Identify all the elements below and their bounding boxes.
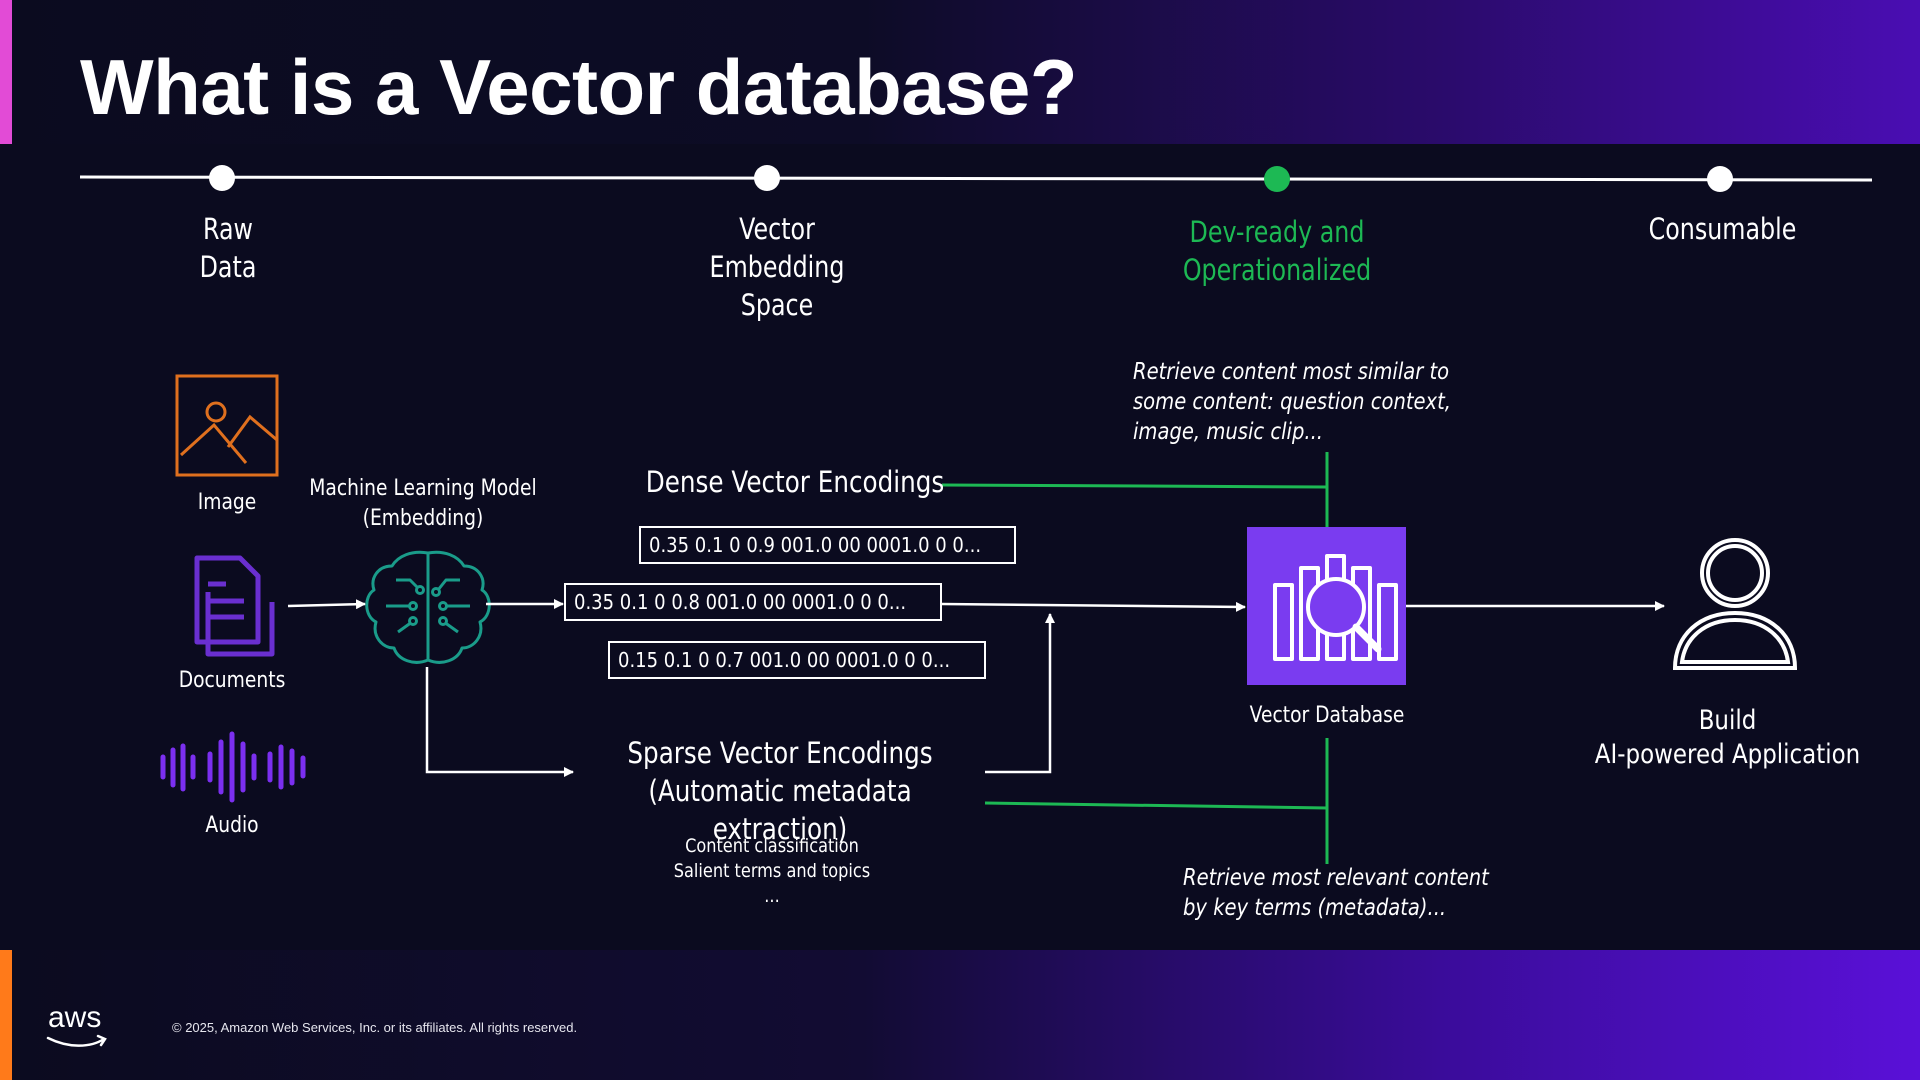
dense-vector-text: 0.15 0.1 0 0.7 001.0 00 0001.0 0 0...	[618, 648, 951, 672]
app-label: Build AI-powered Application	[1594, 705, 1861, 770]
brain-circuit-icon	[365, 550, 491, 664]
documents-icon	[194, 555, 275, 657]
image-icon	[175, 374, 279, 477]
aws-logo: aws	[48, 1001, 102, 1034]
vector-database-label: Vector Database	[1249, 703, 1405, 728]
connector-sparse-to-note	[984, 801, 1328, 810]
dense-vector-text: 0.35 0.1 0 0.9 001.0 00 0001.0 0 0...	[649, 533, 982, 557]
aws-logo-smile	[46, 1034, 107, 1047]
timeline-dot-raw-data	[209, 165, 235, 191]
dense-vector-box: 0.15 0.1 0 0.7 001.0 00 0001.0 0 0...	[608, 641, 986, 679]
stage-label-consumable: Consumable	[1648, 212, 1797, 246]
accent-bar-bottom	[0, 950, 12, 1080]
footer-band	[0, 950, 1920, 1080]
timeline-dot-vector-embedding	[754, 165, 780, 191]
stage-label-dev-ready: Dev-ready and Operationalized	[1182, 215, 1372, 287]
dense-vector-text: 0.35 0.1 0 0.8 001.0 00 0001.0 0 0...	[574, 590, 907, 614]
header-band	[0, 0, 1920, 144]
copyright-text: © 2025, Amazon Web Services, Inc. or its…	[172, 1020, 578, 1035]
sparse-encodings-label: Sparse Vector Encodings (Automatic metad…	[627, 736, 933, 846]
note-similarity-retrieval: Retrieve content most similar to some co…	[1133, 359, 1452, 445]
image-label: Image	[197, 490, 257, 515]
slide-title: What is a Vector database?	[80, 43, 1078, 131]
documents-label: Documents	[178, 668, 286, 693]
note-metadata-retrieval: Retrieve most relevant content by key te…	[1183, 865, 1489, 921]
audio-label: Audio	[205, 813, 259, 838]
dense-vector-box: 0.35 0.1 0 0.9 001.0 00 0001.0 0 0...	[639, 526, 1016, 564]
audio-icon	[160, 731, 306, 803]
dense-encodings-label: Dense Vector Encodings	[645, 465, 945, 499]
stage-label-raw-data: Raw Data	[199, 212, 257, 284]
dense-vector-box: 0.35 0.1 0 0.8 001.0 00 0001.0 0 0...	[564, 583, 942, 621]
timeline-dot-consumable	[1707, 166, 1733, 192]
arrow-sparse-to-db	[985, 613, 1055, 774]
arrow-inputs-to-model	[287, 599, 366, 610]
arrow-model-to-sparse	[425, 667, 574, 777]
arrow-dense-to-db	[941, 601, 1246, 612]
timeline-line	[79, 175, 1873, 182]
sparse-metadata-list: Content classification Salient terms and…	[673, 835, 871, 907]
connector-dense-to-note	[941, 483, 1328, 489]
model-label: Machine Learning Model (Embedding)	[309, 476, 537, 531]
person-icon	[1672, 538, 1798, 670]
timeline-dot-dev-ready	[1264, 166, 1290, 192]
accent-bar-top	[0, 0, 12, 144]
stage-label-vector-embedding: Vector Embedding Space	[709, 212, 845, 322]
vector-database-icon	[1247, 527, 1406, 685]
